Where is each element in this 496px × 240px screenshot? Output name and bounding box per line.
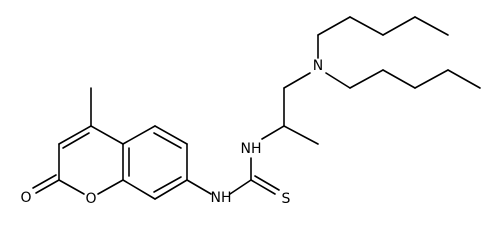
- atom-label-o-carbonyl: O: [20, 190, 31, 206]
- bond: [254, 175, 280, 191]
- bond: [317, 16, 351, 36]
- bond: [154, 125, 188, 145]
- bond: [35, 179, 60, 194]
- bond: [32, 174, 57, 189]
- bond-double-inner: [62, 132, 90, 149]
- bond: [447, 69, 481, 89]
- molecule-diagram: N NH NH S O O: [20, 16, 481, 207]
- bond: [250, 179, 276, 195]
- bond-layer: [32, 16, 481, 200]
- bond: [97, 179, 124, 195]
- bond: [283, 125, 319, 145]
- bond: [261, 125, 285, 140]
- bond: [382, 69, 416, 89]
- bond: [349, 69, 384, 89]
- bond: [122, 179, 156, 200]
- bond: [414, 16, 449, 36]
- bond-double-inner: [153, 176, 182, 193]
- atom-label-nh: NH: [211, 190, 232, 206]
- atom-label-layer: N NH NH S O O: [20, 58, 323, 207]
- bond: [90, 125, 124, 145]
- atom-label-nh: NH: [241, 141, 262, 157]
- bond: [283, 72, 311, 89]
- bond: [58, 125, 92, 145]
- bond: [382, 16, 416, 36]
- bond: [122, 125, 156, 145]
- bond: [154, 179, 188, 200]
- bond: [414, 69, 449, 89]
- bond: [186, 179, 212, 195]
- bond: [325, 72, 351, 89]
- bond: [229, 179, 252, 195]
- bond: [349, 16, 384, 36]
- atom-label-o-ring: O: [85, 191, 96, 207]
- atom-label-s: S: [282, 191, 291, 207]
- bond: [58, 179, 85, 195]
- bond-double-inner: [153, 132, 182, 149]
- atom-label-n: N: [313, 58, 323, 74]
